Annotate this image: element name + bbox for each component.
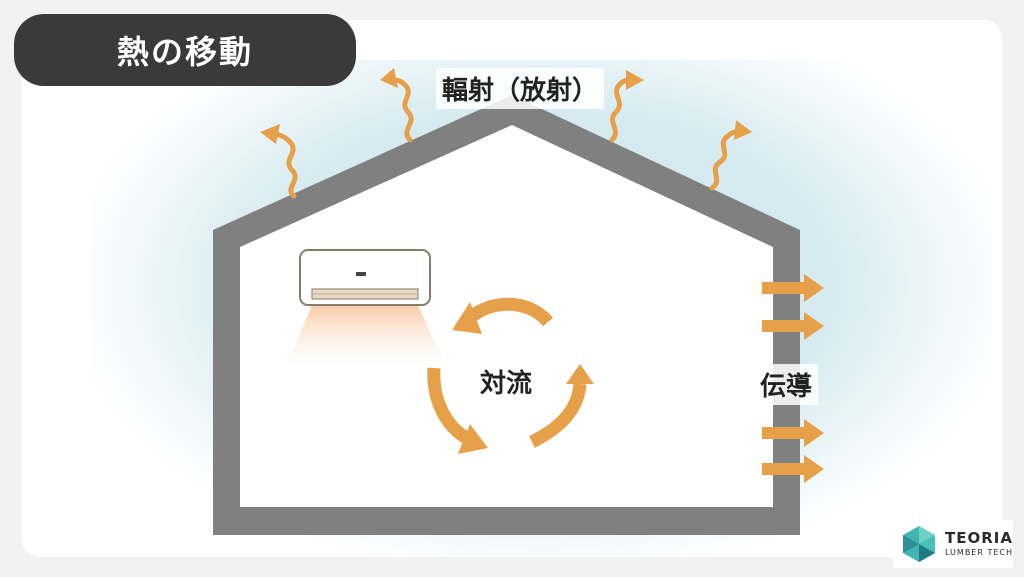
conduction-arrow-4 [762,455,824,483]
radiation-arrow-1 [273,131,298,199]
radiation-arrowhead-1 [260,124,280,144]
logo-main-text: TEORIA [945,529,1013,547]
convection-arrow-left [427,367,474,446]
conduction-label: 伝導 [754,364,819,405]
teoria-logo-icon [903,526,935,562]
radiation-arrowhead-3 [626,70,644,90]
radiation-arrowhead-4 [734,120,752,140]
page-title: 熱の移動 [14,14,356,86]
radiation-arrowhead-2 [380,68,398,88]
convection-arrow-right [529,383,587,448]
logo-sub-text: LUMBER TECH [945,548,1014,557]
radiation-arrow-4 [709,127,745,191]
convection-arrowhead-top [452,302,482,334]
convection-arrow-top [465,297,553,327]
convection-arrowhead-left [458,424,488,454]
teoria-logo: TEORIA LUMBER TECH [893,520,1013,568]
radiation-arrow-2 [387,77,414,143]
air-conditioner-icon [299,249,431,306]
air-flow-beam [287,305,445,365]
convection-label: 対流 [480,369,533,399]
conduction-arrow-1 [762,274,824,302]
conduction-arrow-3 [762,419,824,447]
radiation-label: 輻射（放射） [436,68,605,109]
house-interior [240,125,773,507]
radiation-arrow-3 [609,77,637,143]
conduction-arrow-2 [762,312,824,340]
convection-arrowhead-right [566,364,594,384]
